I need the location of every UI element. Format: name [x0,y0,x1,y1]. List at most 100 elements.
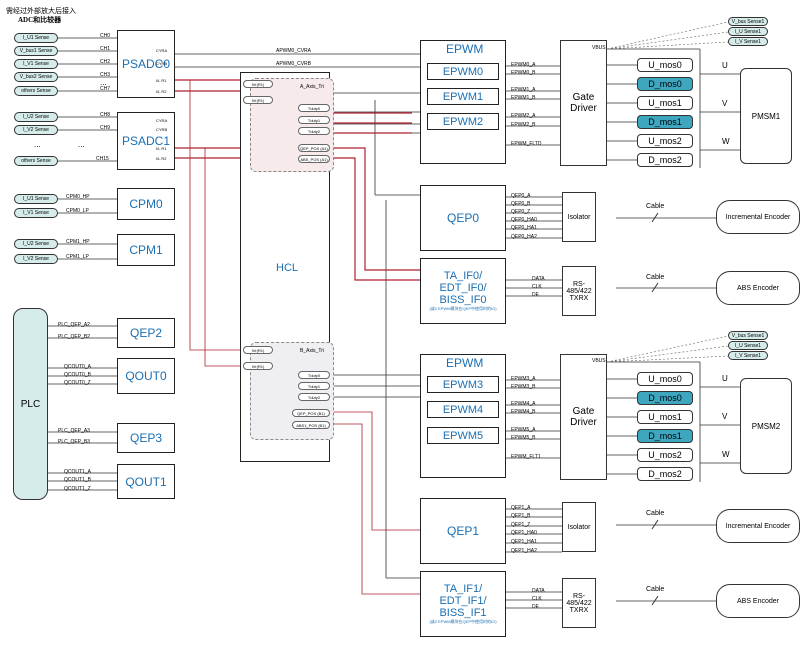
pin-label: QEP1_B [511,513,531,519]
sense-box: I_V1 Sense [14,208,58,218]
sense-box: I_U1 Sense [14,194,58,204]
pin-label: I/L R1 [156,78,167,83]
pin-label: EPWM_FLTD [511,141,542,147]
phase-label: U [722,61,728,70]
mos-switch: D_mos0 [637,391,693,405]
pin-label: QEP1_HA0 [511,530,537,536]
cable-label: Cable [646,203,665,210]
ellipsis: ... [34,140,41,149]
pin-label: QEP0_HA0 [511,217,537,223]
sensor-box: V_bus Sense1 [728,331,768,340]
pin-label: QCOUT1_Z [64,486,91,492]
pin-label: I/L R2 [156,89,167,94]
pin-label: EPWM0_B [511,70,536,76]
wire-label: APWM0_CVRB [276,61,312,67]
pin-label: EPWM3_A [511,376,536,382]
pin-label: QCOUT1_A [64,469,91,475]
rs485-1: RS-485/422 TXRX [562,266,596,316]
psadc1-label: PSADC1 [121,134,171,148]
sensor-box: I_V Sense1 [728,351,768,360]
ellipsis: ... [78,140,85,149]
sense-box: I_U1 Sense [14,33,58,43]
mos-switch: U_mos2 [637,134,693,148]
pin-label: QEP0_HA1 [511,225,537,231]
pin-label: CPM1_LP [66,254,89,260]
pin-label: EPWM_FLT1 [511,454,541,460]
pin-label: QCOUT1_B [64,477,91,483]
motor-pmsm2: PMSM2 [740,378,792,474]
epwm1-block: EPWM1 [427,88,499,105]
epwm4-block: EPWM4 [427,401,499,418]
mos-switch: U_mos1 [637,96,693,110]
pin-label: CH3 [100,72,111,78]
motor-pmsm1: PMSM1 [740,68,792,164]
sensor-box: I_U Sense1 [728,341,768,350]
qout0-block: QOUT0 [117,358,175,394]
pin-label: QEP1_A [511,505,531,511]
pin-label: QCOUT0_Z [64,380,91,386]
a-axis-item: ABS_POS (A1) [298,155,330,163]
vbus-label: VBUS [592,358,606,364]
b-axis-item: Tduty2 [298,393,330,401]
gate-driver-label: Gate Driver [570,92,597,114]
pin-label: CYRA [156,48,168,53]
pin-label: I/L R2 [156,156,167,161]
b-axis-item: ABS1_POS (B1) [292,421,330,429]
phase-label: W [722,137,730,146]
pin-label: QEP0_B [511,201,531,207]
pin-label: CYRB [156,61,168,66]
sense-box: others Sense [14,156,58,166]
mos-switch: D_mos1 [637,115,693,129]
phase-label: U [722,374,728,383]
abs-if1-label: TA_IF1/ EDT_IF1/ BISS_IF1 [439,583,487,619]
pin-label: CPM0_LP [66,208,89,214]
sensor-box: I_V Sense1 [728,37,768,46]
epwm-header-1: EPWM [446,42,484,56]
qep3-block: QEP3 [117,423,175,453]
mos-switch: U_mos2 [637,448,693,462]
ellipsis: ... [100,78,107,87]
wire-label: APWM0_CVRA [276,48,312,54]
pin-label: CYRA [156,118,168,123]
epwm-header-2: EPWM [446,356,484,370]
rs485-2: RS-485/422 TXRX [562,578,596,628]
phase-label: V [722,412,728,421]
a-axis-input: IVr(R1) [243,80,273,88]
pin-label: EPWM0_A [511,62,536,68]
abs-if1-block: TA_IF1/ EDT_IF1/ BISS_IF1 (或2 EPWM模块在QEP… [420,571,506,637]
pin-label: QCOUT0_A [64,364,91,370]
cable-label: Cable [646,586,665,593]
pin-label: EPWM2_A [511,113,536,119]
cpm0-block: CPM0 [117,188,175,220]
epwm0-block: EPWM0 [427,63,499,80]
cable-label: Cable [646,274,665,281]
pin-label: EPWM5_A [511,427,536,433]
qep2-block: QEP2 [117,318,175,348]
inc-encoder-2: Incremental Encoder [716,509,800,543]
pin-label: EPWM4_A [511,401,536,407]
sensor-box: I_U Sense1 [728,27,768,36]
abs-if0-label: TA_IF0/ EDT_IF0/ BISS_IF0 [439,270,487,306]
qep1-block: QEP1 [420,498,506,564]
abs-if1-note: (或2 EPWM模块在QEP中使用时的IO) [429,619,497,624]
pin-label: QEP1_HA1 [511,539,537,545]
pin-label: QEP0_HA2 [511,234,537,240]
pin-label: CLK [532,596,542,602]
abs-encoder-1: ABS Encoder [716,271,800,305]
pin-label: EPWM5_B [511,435,536,441]
mos-switch: U_mos0 [637,372,693,386]
pin-label: PLC_QEP_A2 [58,322,90,328]
sense-box: I_U2 Sense [14,112,58,122]
mos-switch: D_mos2 [637,467,693,481]
pin-label: PLC_QEP_A3 [58,428,90,434]
mos-switch: D_mos0 [637,77,693,91]
pin-label: CH15 [96,156,109,162]
psadc0-label: PSADC0 [121,57,171,71]
pin-label: CH1 [100,46,111,52]
sense-box: I_V1 Sense [14,59,58,69]
pin-label: EPWM3_B [511,384,536,390]
epwm5-block: EPWM5 [427,427,499,444]
mos-switch: D_mos2 [637,153,693,167]
abs-encoder-2: ABS Encoder [716,584,800,618]
